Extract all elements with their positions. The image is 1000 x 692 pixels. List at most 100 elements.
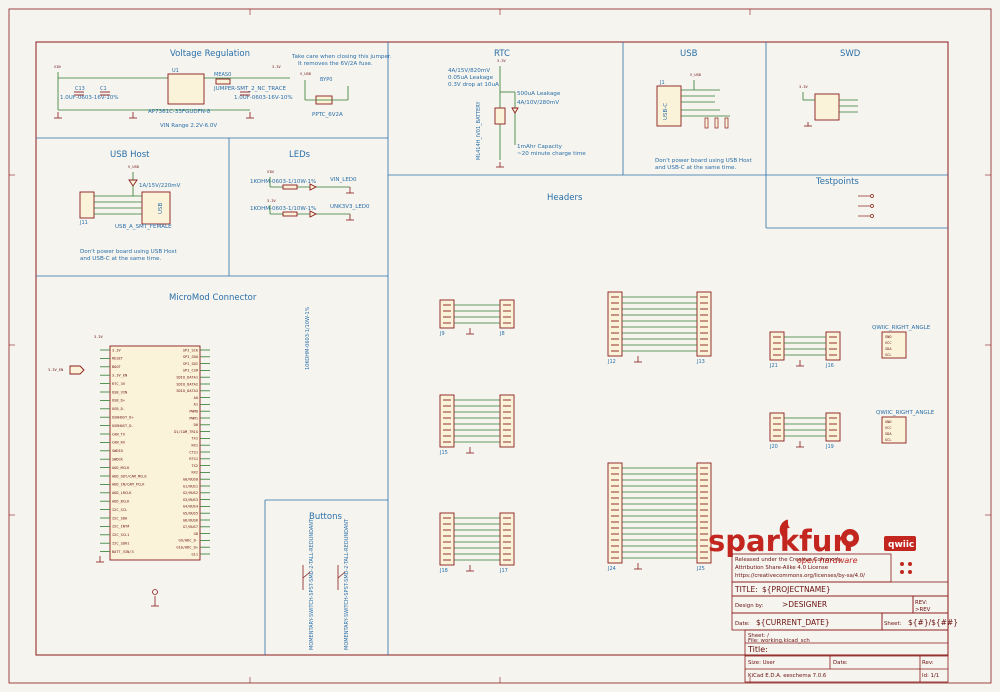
pin-header: [439, 299, 455, 329]
usb-host-note-2: and USB-C at the same time.: [80, 256, 161, 262]
micromod-right-pin: SPI_CS#: [183, 369, 199, 373]
pin-header: [607, 462, 623, 564]
cc-icons: [900, 562, 912, 574]
rtc-cap-note-2: ~20 minute charge time: [517, 151, 586, 157]
cap-ref-c1: C1: [100, 86, 107, 92]
kicad-date: Date:: [833, 660, 848, 666]
header-ref-left: J12: [607, 359, 616, 365]
qwiic-2-pin-vcc: VCC: [885, 426, 892, 430]
qwiic-1-label: QWIIC_RIGHT_ANGLE: [872, 325, 931, 331]
section-title-testpoints: Testpoints: [815, 177, 859, 187]
micromod-left-pin: USBHOST_D-: [112, 424, 134, 428]
micromod-block: 3.3VRESETBOOT3.3V_ENRTC_3VUSB_VINUSB_D+U…: [48, 306, 311, 607]
micromod-left-pin: AUD_LRCLK: [112, 491, 132, 495]
led-resistor-1: 1KOHM-0603-1/10W-1%: [250, 179, 316, 185]
buttons-block: MOMENTARY-SWITCH-SPST-SMD-2-TALL-REDUNDA…: [302, 518, 350, 650]
swd-connector: [814, 93, 840, 121]
usb-host-diode-note: 1A/15V/220mV: [139, 183, 181, 189]
led-resistor-2: 1KOHM-0603-1/10W-1%: [250, 206, 316, 212]
rtc-cap-note-1: 1mAhr Capacity: [517, 144, 563, 150]
header-ref-left: J21: [769, 363, 778, 369]
license-line-2: Attribution Share-Alike 4.0 License: [735, 565, 829, 571]
inner-border: [35, 41, 949, 656]
micromod-left-pin: RTC_3V: [112, 382, 126, 386]
title-label: TITLE:: [734, 585, 758, 594]
v33-net-label-swd: 3.3V: [799, 85, 808, 89]
micromod-right-pin: A0: [194, 396, 198, 400]
rtc-drop-note: 0.3V drop at 10uA: [448, 82, 499, 88]
micromod-left-pin: 3.3V_EN: [112, 374, 127, 378]
voltage-regulation-block: VIN U1 AP7361C-33FGUDFN-8 C13 C1 1.0UF-0…: [54, 54, 392, 129]
micromod-left-pin: AUD_BCLK: [112, 500, 130, 504]
usb-host-header-j11: [79, 191, 95, 219]
qwiic-1-pin-sda: SDA: [885, 347, 892, 351]
micromod-right-pin: RX1: [192, 444, 199, 448]
micromod-right-pin: G2/BUS2: [183, 491, 198, 495]
header-ref-left: J9: [439, 331, 445, 337]
usb-host-diode: [128, 179, 138, 187]
vusb-net-label-reg: V_USB: [300, 72, 311, 76]
pin-header: [499, 299, 515, 329]
micromod-left-pin: CAN_RX: [112, 441, 126, 445]
micromod-right-pin: SPI_SCK: [183, 348, 199, 352]
jumper-note-2: It removes the 6V/2A fuse.: [298, 61, 373, 67]
title-value: ${PROJECTNAME}: [762, 585, 831, 594]
micromod-right-pin: SPI_SDO: [183, 355, 198, 359]
section-title-leds: LEDs: [289, 150, 311, 160]
cap-value-1: 1.0UF-0603-16V-10%: [60, 95, 119, 101]
pin-header: [439, 394, 455, 448]
micromod-right-pin: G6/BUS6: [183, 518, 198, 522]
section-title-rtc: RTC: [494, 49, 510, 59]
micromod-left-pin: USB_D+: [112, 399, 126, 403]
micromod-right-pin: CTS1: [189, 450, 198, 454]
qwiic-logo-text: qwiic: [888, 540, 914, 550]
micromod-left-pin: CAN_TX: [112, 432, 126, 436]
regulator-u1: [167, 73, 205, 105]
micromod-right-pin: SDIO_DATA3: [176, 389, 198, 393]
usb-note-1: Don't power board using USB Host: [655, 158, 752, 164]
section-title-swd: SWD: [840, 49, 861, 59]
usb-a-value: USB_A_SMT_FEMALE: [115, 224, 172, 230]
jumper-note-1: Take care when closing this jumper.: [291, 54, 392, 60]
sparkfun-logo-subtitle: open hardware: [797, 556, 858, 565]
kicad-file: File: working.kicad_sch: [748, 638, 810, 644]
design-label: Design by:: [735, 603, 764, 609]
fuse-value: PPTC_6V2A: [312, 112, 343, 118]
led-vin: [309, 183, 318, 191]
header-ref-left: J24: [607, 566, 616, 572]
micromod-left-pin: AUD_IN/CAM_PCLK: [112, 483, 145, 487]
vin-net-label-led: VIN: [267, 170, 274, 174]
micromod-left-pin: SWDIO: [112, 449, 123, 453]
section-title-headers: Headers: [547, 193, 583, 203]
license-line-1: Released under the Creative Commons: [735, 557, 841, 563]
micromod-right-pin: G9/ADC_D-: [179, 539, 198, 543]
v33-net-label-rtc: 3.3V: [497, 59, 506, 63]
micromod-left-pin: USB_D-: [112, 407, 125, 411]
header-ref-left: J18: [439, 568, 448, 574]
micromod-left-pin: I2C_SDA: [112, 516, 128, 520]
swd-block: 3.3V: [799, 85, 858, 127]
date-label: Date:: [735, 621, 750, 627]
section-title-voltage-regulation: Voltage Regulation: [170, 49, 250, 59]
v33-net-label-mm: 3.3V: [94, 335, 103, 339]
micromod-right-pin: RTS1: [189, 457, 198, 461]
rtc-leak-note-3: 500uA Leakage: [517, 91, 561, 97]
micromod-right-pin: SDIO_DATA1: [176, 376, 198, 380]
qwiic-2-pin-gnd: GND: [885, 420, 892, 424]
micromod-right-pin: RX2: [192, 471, 199, 475]
qwiic-connector-2: [881, 416, 907, 444]
header-ref-left: J20: [769, 444, 778, 450]
switch-2-label: MOMENTARY-SWITCH-SPST-SMD-2-TALL-REDUNDA…: [344, 518, 350, 650]
qwiic-1-pin-scl: SCL: [885, 353, 892, 357]
qwiic-1-pin-vcc: VCC: [885, 341, 892, 345]
kicad-rev: Rev:: [922, 660, 934, 666]
micromod-right-pin: SPI_SDI: [183, 362, 198, 366]
regulator-value: AP7361C-33FGUDFN-8: [148, 109, 211, 115]
qwiic-2-label: QWIIC_RIGHT_ANGLE: [876, 410, 935, 416]
vin-range-note: VIN Range 2.2V-6.0V: [160, 123, 217, 129]
sheet-value: ${#}/${##}: [908, 618, 958, 627]
micromod-right-pin: A1: [194, 403, 198, 407]
section-title-buttons: Buttons: [309, 512, 342, 522]
qwiic-block: QWIIC_RIGHT_ANGLE GND VCC SDA SCL QWIIC_…: [872, 325, 935, 444]
